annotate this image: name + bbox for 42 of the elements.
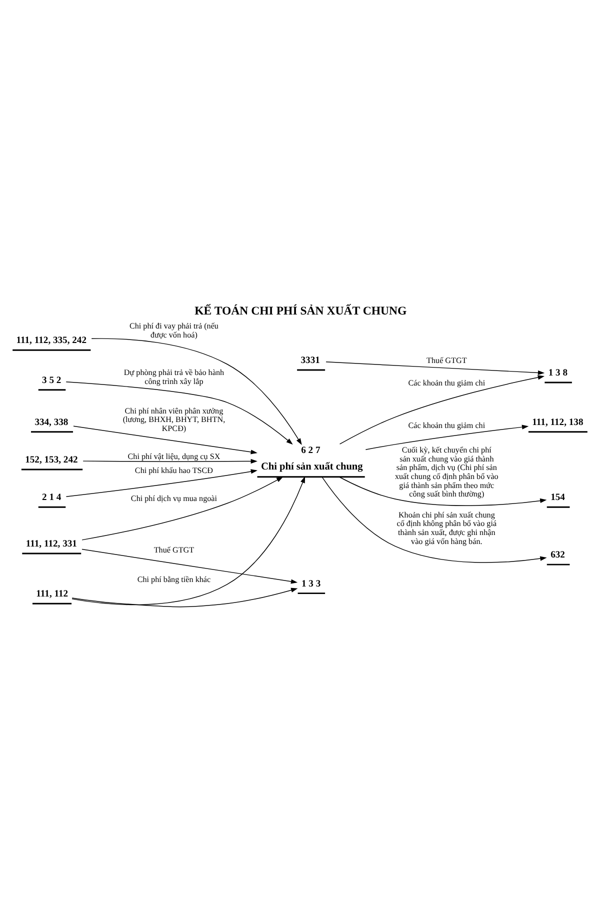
arrow xyxy=(82,458,258,464)
edge-label: Các khoản thu giảm chi xyxy=(408,421,486,430)
arrow xyxy=(66,382,293,445)
arrow xyxy=(82,548,298,584)
node-text: 111, 112, 138 xyxy=(532,416,584,428)
edge-label: Dự phòng phải trả về bảo hành công trình xây lắp xyxy=(124,368,224,386)
arrow xyxy=(82,476,284,540)
arrow xyxy=(73,426,258,454)
arrow xyxy=(322,477,547,563)
arrow xyxy=(339,476,547,506)
node-text: 111, 112 xyxy=(36,588,68,600)
arrow xyxy=(339,375,545,444)
edge-label: Chi phí dịch vụ mua ngoài xyxy=(130,494,218,504)
node-text: 152, 153, 242 xyxy=(25,454,78,466)
arrow xyxy=(326,362,545,376)
node-text: 3 5 2 xyxy=(42,374,62,386)
node-text: 632 xyxy=(550,550,565,560)
node-text: 154 xyxy=(550,492,565,504)
node-text: 111, 112, 331 xyxy=(26,538,77,550)
arrow xyxy=(91,338,302,446)
arrow xyxy=(365,424,529,450)
edge-label: Chi phí nhân viên phân xưởng (lương, BHXH, BHYT, BHTN, KPCĐ) xyxy=(122,406,226,434)
edge-label: Chi phí bằng tiền khác xyxy=(137,575,211,584)
edge-label: Thuế GTGT xyxy=(426,356,467,366)
node-text: 334, 338 xyxy=(34,416,68,428)
arrow xyxy=(72,588,298,608)
node-text: 6 2 7 Chi phí sản xuất chung xyxy=(260,444,363,473)
arrow xyxy=(66,469,258,498)
edge-label: Chi phí khấu hao TSCĐ xyxy=(134,466,214,476)
edge-label: Chi phí vật liệu, dụng cụ SX xyxy=(128,452,220,462)
node-text: 2 1 4 xyxy=(42,492,62,504)
edge-label: Khoản chi phí sản xuất chung cố định không phân bổ vào giá thành sản xuất, được ghi nhận vào giá vốn hàng bán. xyxy=(396,510,497,546)
node-text: 1 3 8 xyxy=(548,367,568,378)
edge-label: Thuế GTGT xyxy=(154,546,194,555)
edge-label: Cuối kỳ, kết chuyển chi phí sản xuất chung vào giá thành sản phẩm, dịch vụ (Chi phí sản xuất chung cố định phân bổ vào giá thành sản phẩm theo mức công suất bình thường) xyxy=(394,445,498,499)
node-text: 3331 xyxy=(300,354,320,366)
node-text: 111, 112, 335, 242 xyxy=(16,335,87,346)
edge-label: Chi phí đi vay phải trả (nếu được vốn hoá) xyxy=(129,322,218,340)
edge-label: Các khoản thu giảm chi xyxy=(408,378,486,388)
diagram-title: KẾ TOÁN CHI PHÍ SẢN XUẤT CHUNG xyxy=(194,304,407,318)
arrow xyxy=(72,476,306,606)
node-text: 1 3 3 xyxy=(301,578,321,590)
